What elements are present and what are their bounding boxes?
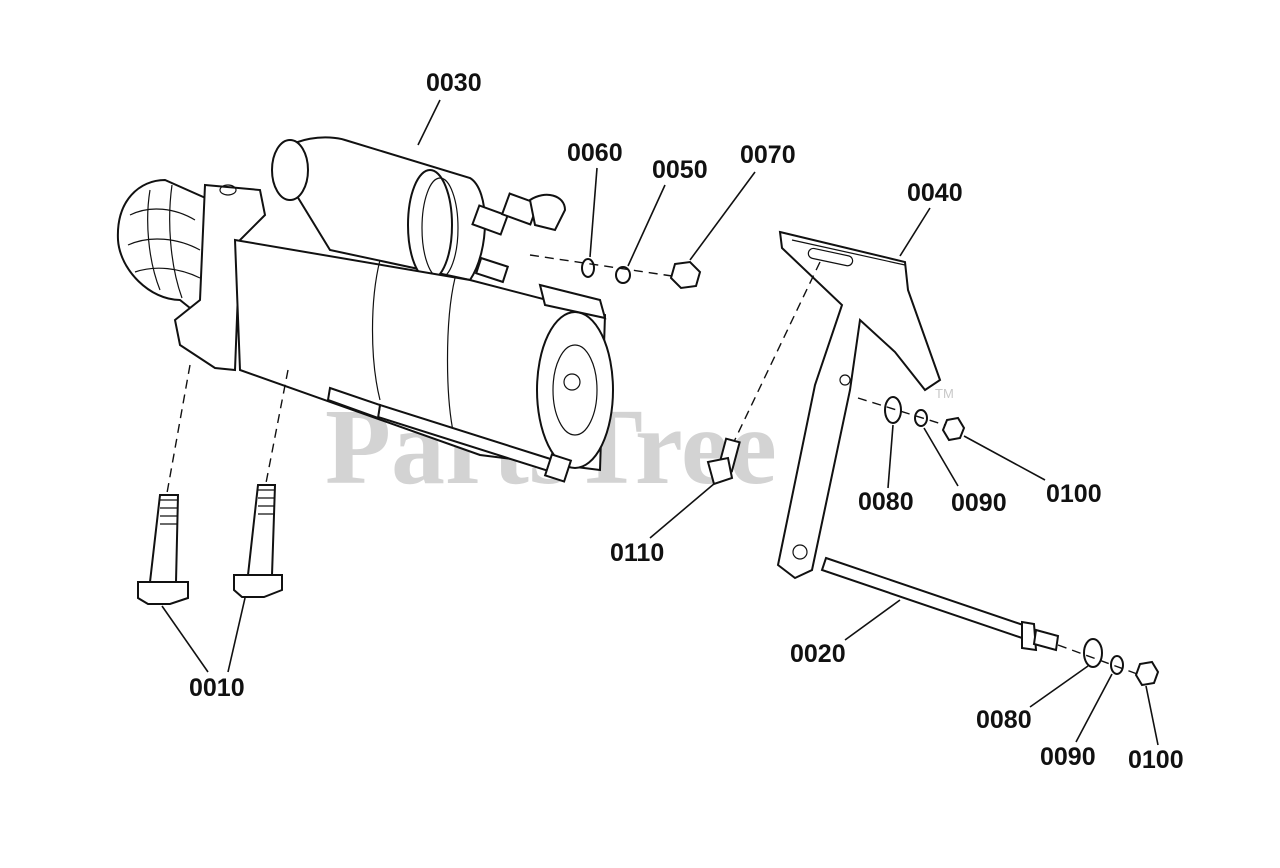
bolt-0020[interactable] (820, 556, 1060, 652)
callout-0090[interactable]: 0090 (951, 489, 1007, 517)
washer-0060[interactable] (581, 258, 595, 278)
alignment-line (166, 364, 191, 494)
callout-0070[interactable]: 0070 (740, 141, 796, 169)
washer-0080[interactable] (884, 396, 902, 424)
watermark-trademark: TM (935, 386, 954, 401)
leader-line (627, 184, 666, 267)
lock-washer-0050[interactable] (615, 266, 631, 284)
callout-0030[interactable]: 0030 (426, 69, 482, 97)
leader-line (887, 424, 894, 489)
nut-0070[interactable] (669, 260, 702, 290)
starter-motor-part[interactable] (116, 136, 614, 483)
bolt-0010-left[interactable] (137, 494, 189, 605)
leader-line (923, 427, 959, 487)
leader-line (963, 435, 1046, 481)
nut-0100[interactable] (1134, 660, 1160, 687)
alignment-line (265, 369, 289, 484)
leader-line (899, 207, 931, 257)
leader-line (844, 599, 901, 641)
leader-line (1029, 665, 1089, 708)
leader-line (227, 597, 246, 673)
callout-0080[interactable]: 0080 (976, 706, 1032, 734)
alignment-line (729, 261, 821, 451)
callout-0020[interactable]: 0020 (790, 640, 846, 668)
callout-0040[interactable]: 0040 (907, 179, 963, 207)
nut-0100[interactable] (941, 416, 966, 442)
bolt-0110[interactable] (706, 437, 741, 486)
callout-0010[interactable]: 0010 (189, 674, 245, 702)
bracket-part[interactable] (776, 230, 942, 580)
callout-0050[interactable]: 0050 (652, 156, 708, 184)
washer-0080[interactable] (1083, 638, 1103, 668)
callout-0100[interactable]: 0100 (1128, 746, 1184, 774)
alignment-line (529, 254, 673, 277)
callout-0080[interactable]: 0080 (858, 488, 914, 516)
leader-line (1145, 685, 1159, 746)
leader-line (161, 605, 209, 673)
leader-line (589, 167, 598, 258)
leader-line (649, 482, 716, 539)
leader-line (689, 171, 756, 261)
callout-0110[interactable]: 0110 (610, 539, 664, 567)
leader-line (417, 99, 441, 146)
lock-washer-0090[interactable] (1110, 655, 1124, 675)
callout-0090[interactable]: 0090 (1040, 743, 1096, 771)
callout-0100[interactable]: 0100 (1046, 480, 1102, 508)
bolt-0010-right[interactable] (233, 484, 283, 598)
callout-0060[interactable]: 0060 (567, 139, 623, 167)
leader-line (1075, 673, 1113, 743)
alignment-line (857, 397, 946, 426)
